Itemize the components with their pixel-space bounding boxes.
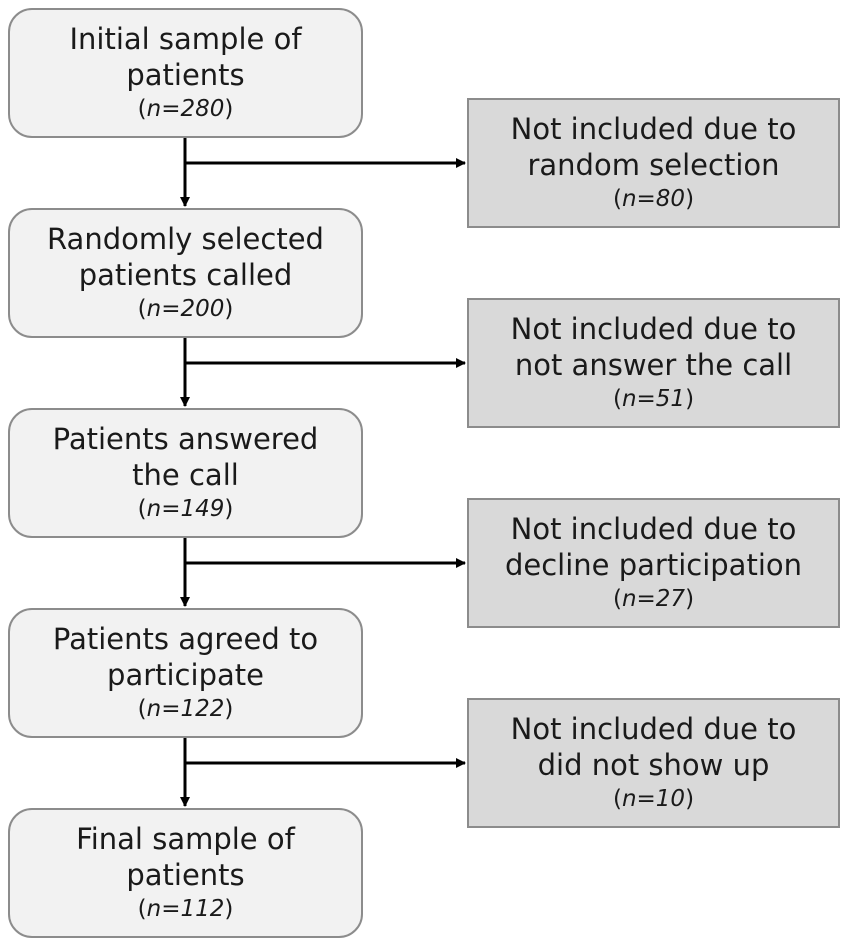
step-count: (n=280) bbox=[137, 96, 234, 122]
step-randomly-selected: Randomly selected patients called (n=200… bbox=[8, 208, 363, 338]
exclusion-count-value: n=80 bbox=[621, 186, 686, 212]
step-label-line1: Final sample of bbox=[76, 822, 295, 856]
exclusion-count: (n=10) bbox=[612, 786, 695, 812]
exclusion-decline-participation: Not included due to decline participatio… bbox=[467, 498, 840, 628]
exclusion-count: (n=80) bbox=[612, 186, 695, 212]
step-label-line2: patients bbox=[126, 858, 245, 892]
exclusion-count: (n=27) bbox=[612, 586, 695, 612]
step-count: (n=149) bbox=[137, 496, 234, 522]
exclusion-label-line2: did not show up bbox=[537, 748, 770, 782]
step-agreed-participate: Patients agreed to participate (n=122) bbox=[8, 608, 363, 738]
step-count-value: n=112 bbox=[146, 896, 225, 922]
step-count: (n=200) bbox=[137, 296, 234, 322]
step-label-line1: Randomly selected bbox=[47, 222, 324, 256]
step-initial-sample: Initial sample of patients (n=280) bbox=[8, 8, 363, 138]
exclusion-count: (n=51) bbox=[612, 386, 695, 412]
exclusion-count-value: n=10 bbox=[621, 786, 686, 812]
exclusion-label-line1: Not included due to bbox=[510, 512, 797, 546]
step-count-value: n=122 bbox=[146, 696, 225, 722]
exclusion-count-value: n=51 bbox=[621, 386, 686, 412]
exclusion-label-line1: Not included due to bbox=[510, 312, 797, 346]
step-count: (n=122) bbox=[137, 696, 234, 722]
exclusion-label-line1: Not included due to bbox=[510, 112, 797, 146]
exclusion-label-line1: Not included due to bbox=[510, 712, 797, 746]
step-label-line1: Initial sample of bbox=[69, 22, 302, 56]
step-label-line2: patients called bbox=[78, 258, 293, 292]
step-answered-call: Patients answered the call (n=149) bbox=[8, 408, 363, 538]
step-count: (n=112) bbox=[137, 896, 234, 922]
step-count-value: n=200 bbox=[146, 296, 225, 322]
step-count-value: n=149 bbox=[146, 496, 225, 522]
exclusion-not-answer: Not included due to not answer the call … bbox=[467, 298, 840, 428]
exclusion-label-line2: random selection bbox=[527, 148, 780, 182]
step-final-sample: Final sample of patients (n=112) bbox=[8, 808, 363, 938]
exclusion-random-selection: Not included due to random selection (n=… bbox=[467, 98, 840, 228]
step-label-line1: Patients agreed to bbox=[52, 622, 319, 656]
step-label-line2: patients bbox=[126, 58, 245, 92]
step-count-value: n=280 bbox=[146, 96, 225, 122]
step-label-line2: the call bbox=[132, 458, 239, 492]
exclusion-did-not-show: Not included due to did not show up (n=1… bbox=[467, 698, 840, 828]
exclusion-label-line2: not answer the call bbox=[514, 348, 793, 382]
exclusion-label-line2: decline participation bbox=[504, 548, 802, 582]
exclusion-count-value: n=27 bbox=[621, 586, 686, 612]
step-label-line2: participate bbox=[107, 658, 264, 692]
step-label-line1: Patients answered bbox=[52, 422, 319, 456]
